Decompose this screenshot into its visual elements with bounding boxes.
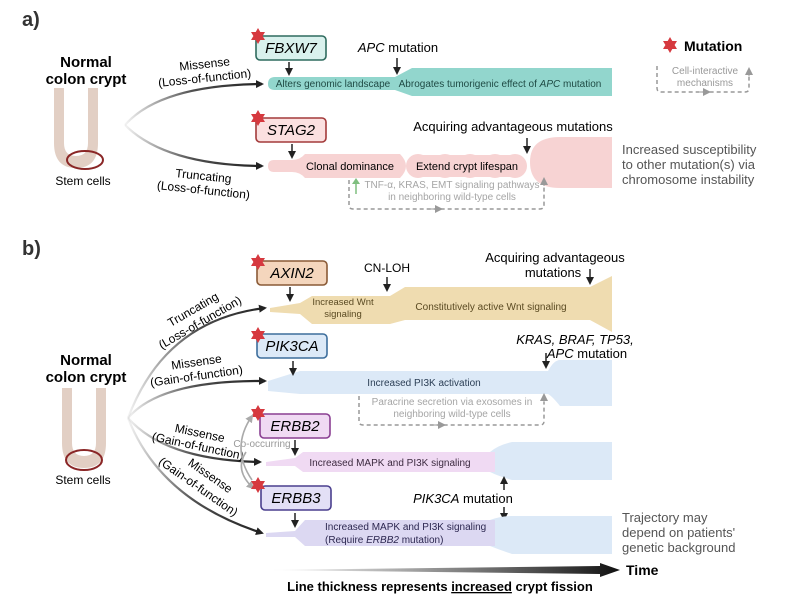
crypt-b-title-2: colon crypt: [46, 369, 127, 386]
legend-interactive-2: mechanisms: [677, 78, 733, 89]
erbb3-outcome-band: [490, 516, 612, 554]
colon-crypt-b: Normal colon crypt Stem cells: [46, 352, 127, 487]
fbxw7-gene-label: FBXW7: [265, 40, 317, 57]
erbb2-gene-box: [259, 413, 331, 439]
branch-b-erbb2: [127, 417, 262, 466]
fbxw7-event-2: Abrogates tumorigenic effect of APC muta…: [399, 79, 602, 90]
axin2-event-2: Constitutively active Wnt signaling: [415, 302, 566, 313]
stag2-acquire-label: Acquiring advantageous mutations: [413, 119, 613, 134]
axin2-acquire-2: mutations: [525, 265, 582, 280]
axin2-track: AXIN2 Increased Wnt signaling CN-LOH Con…: [251, 250, 625, 332]
stag2-outcome-3: chromosome instability: [622, 172, 755, 187]
axin2-event-1-line1: Increased Wnt: [312, 297, 374, 308]
stag2-band-1: [268, 154, 406, 178]
stag2-gene-box: [255, 117, 327, 143]
time-arrow: [268, 563, 620, 577]
axin2-gene-label: AXIN2: [269, 265, 314, 282]
crypt-b-title-1: Normal: [60, 352, 112, 369]
stag2-band-2: [408, 155, 525, 177]
pik3ca-gene-box: [256, 333, 328, 359]
crypt-a-title-2: colon crypt: [46, 71, 127, 88]
b-outcome-2: depend on patients': [622, 525, 735, 540]
erbb2-event-1: Increased MAPK and PI3K signaling: [309, 458, 470, 469]
stag2-event-1: Clonal dominance: [306, 161, 394, 173]
branch-a-missense: [124, 80, 264, 126]
pik3ca-dashed-loop: [358, 396, 545, 426]
line-thickness-caption: Line thickness represents increased cryp…: [287, 579, 593, 594]
erbb3-event-1-line2: (Require ERBB2 mutation): [325, 535, 443, 546]
stag2-band-3: [530, 137, 612, 188]
crypt-a-shape: [54, 88, 98, 168]
legend-mutation-label: Mutation: [684, 38, 742, 54]
pik3ca-band: [268, 360, 612, 406]
fbxw7-event-1: Alters genomic landscape: [276, 79, 391, 90]
stag2-outcome-2: to other mutation(s) via: [622, 157, 756, 172]
fbxw7-gene-box: [255, 35, 327, 61]
stem-cell-ring-b: [65, 449, 103, 471]
pik3ca-muts-1: KRAS, BRAF, TP53,: [516, 332, 634, 347]
pik3ca-interactive-1: Paracrine secretion via exosomes in: [372, 397, 533, 408]
pik3ca-gene-label: PIK3CA: [265, 338, 318, 355]
co-occurring-arrow-up: [240, 414, 254, 481]
erbb2-gene-label: ERBB2: [270, 418, 320, 435]
time-label: Time: [626, 562, 659, 578]
pik3ca-mutation-label: PIK3CA mutation: [413, 491, 513, 506]
panel-b-label: b): [22, 238, 41, 260]
stem-cell-ring-a: [66, 150, 104, 170]
pik3ca-track: PIK3CA Increased PI3K activation KRAS, B…: [251, 327, 634, 429]
branch-a-truncating: [124, 124, 264, 170]
erbb3-track: ERBB3 Increased MAPK and PI3K signaling …: [251, 477, 612, 554]
axin2-band: [270, 276, 612, 332]
branch-b-erbb3: [126, 417, 264, 535]
crypt-a-title-1: Normal: [60, 54, 112, 71]
stag2-interactive-1: TNF-α, KRAS, EMT signaling pathways: [364, 180, 539, 191]
co-occurring-arrow-down: [240, 451, 255, 490]
fbxw7-track: FBXW7 Alters genomic landscape APC mutat…: [251, 28, 612, 96]
colon-crypt-a: Normal colon crypt Stem cells: [46, 54, 127, 188]
branch-b-axin2: [126, 304, 267, 419]
erbb2-track: ERBB2 Increased MAPK and PI3K signaling …: [233, 405, 612, 490]
branch-b-pik3ca: [127, 376, 267, 419]
stag2-event-2: Extend crypt lifespan: [416, 161, 518, 173]
axin2-gene-box: [256, 260, 328, 286]
stag2-gene-label: STAG2: [267, 122, 316, 139]
pik3ca-muts-2: APC mutation: [546, 346, 627, 361]
cnloh-label: CN-LOH: [364, 261, 410, 275]
legend: Mutation Cell-interactive mechanisms: [656, 37, 753, 96]
b-outcome-3: genetic background: [622, 540, 735, 555]
stag2-outcome-1: Increased susceptibility: [622, 142, 757, 157]
fbxw7-band: [268, 68, 612, 96]
b-outcome-1: Trajectory may: [622, 510, 708, 525]
erbb2-outcome-band: [490, 442, 612, 480]
erbb3-gene-box: [260, 485, 332, 511]
branch-a-1-type: Missense: [179, 54, 231, 73]
pik3ca-interactive-2: neighboring wild-type cells: [393, 409, 510, 420]
panel-a-label: a): [22, 9, 40, 31]
stem-cells-label-b: Stem cells: [55, 473, 110, 487]
stem-cells-label-a: Stem cells: [55, 174, 110, 188]
erbb2-band: [266, 452, 495, 472]
legend-star-icon: [663, 37, 677, 53]
apc-mutation-label: APC mutation: [357, 40, 438, 55]
pik3ca-event-1: Increased PI3K activation: [367, 378, 480, 389]
erbb3-event-1-line1: Increased MAPK and PI3K signaling: [325, 522, 486, 533]
branch-a-2-type: Truncating: [175, 166, 232, 186]
erbb3-band: [266, 520, 495, 546]
legend-interactive-1: Cell-interactive: [672, 66, 739, 77]
erbb3-gene-label: ERBB3: [271, 490, 321, 507]
axin2-event-1-line2: signaling: [324, 309, 362, 320]
axin2-acquire-1: Acquiring advantageous: [485, 250, 625, 265]
stag2-track: STAG2 Clonal dominance Extend crypt life…: [251, 110, 757, 213]
stag2-interactive-2: in neighboring wild-type cells: [388, 192, 516, 203]
co-occurring-label: Co-occurring: [233, 439, 290, 450]
